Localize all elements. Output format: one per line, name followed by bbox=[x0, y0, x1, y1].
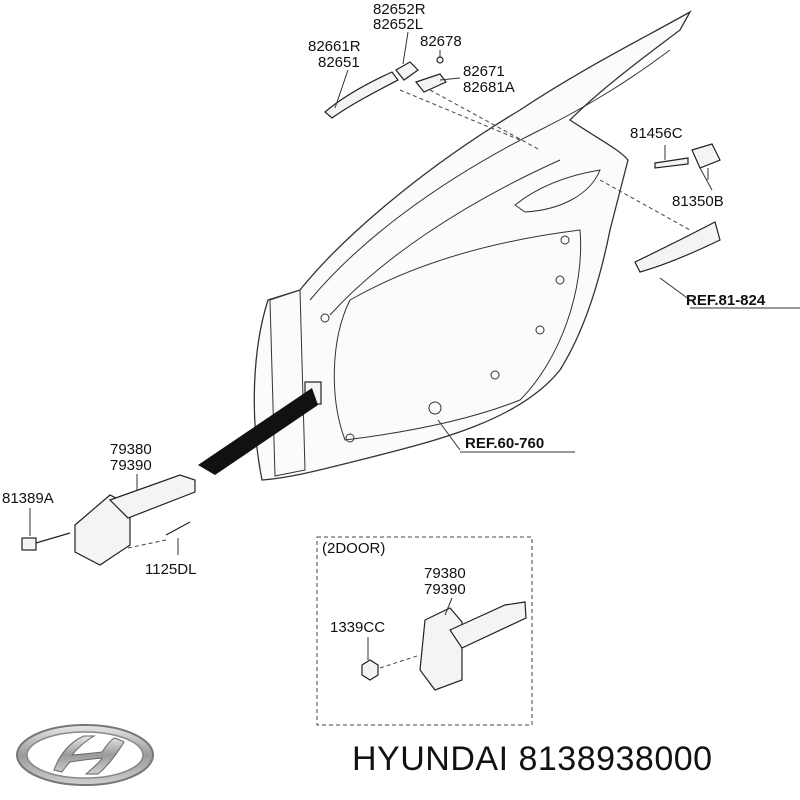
hyundai-logo-icon bbox=[16, 724, 154, 786]
label-82671: 82671 bbox=[463, 63, 505, 80]
leader-lines bbox=[29, 31, 800, 660]
pointer-wedge bbox=[198, 388, 318, 475]
outside-handle-group bbox=[324, 56, 541, 151]
brand-part-number: HYUNDAI 8138938000 bbox=[352, 740, 713, 778]
label-79390-a: 79390 bbox=[110, 457, 152, 474]
label-82652r: 82652R bbox=[373, 1, 426, 18]
ref-60-760: REF.60-760 bbox=[465, 435, 544, 452]
ref-81-824: REF.81-824 bbox=[686, 292, 766, 309]
two-door-box bbox=[316, 536, 533, 726]
label-82651: 82651 bbox=[318, 54, 360, 71]
label-82681a: 82681A bbox=[463, 79, 515, 96]
label-79380-b: 79380 bbox=[424, 565, 466, 582]
door-checker-4door bbox=[21, 474, 196, 566]
label-82661r: 82661R bbox=[308, 38, 361, 55]
label-79390-b: 79390 bbox=[424, 581, 466, 598]
label-82678: 82678 bbox=[420, 33, 462, 50]
label-79380-a: 79380 bbox=[110, 441, 152, 458]
label-2door: (2DOOR) bbox=[322, 540, 385, 557]
label-81389a: 81389A bbox=[2, 490, 54, 507]
label-1339cc: 1339CC bbox=[330, 619, 385, 636]
latch-group bbox=[599, 143, 721, 273]
label-81350b: 81350B bbox=[672, 193, 724, 210]
label-81456c: 81456C bbox=[630, 125, 683, 142]
label-82652l: 82652L bbox=[373, 16, 423, 33]
label-1125dl: 1125DL bbox=[145, 561, 196, 578]
